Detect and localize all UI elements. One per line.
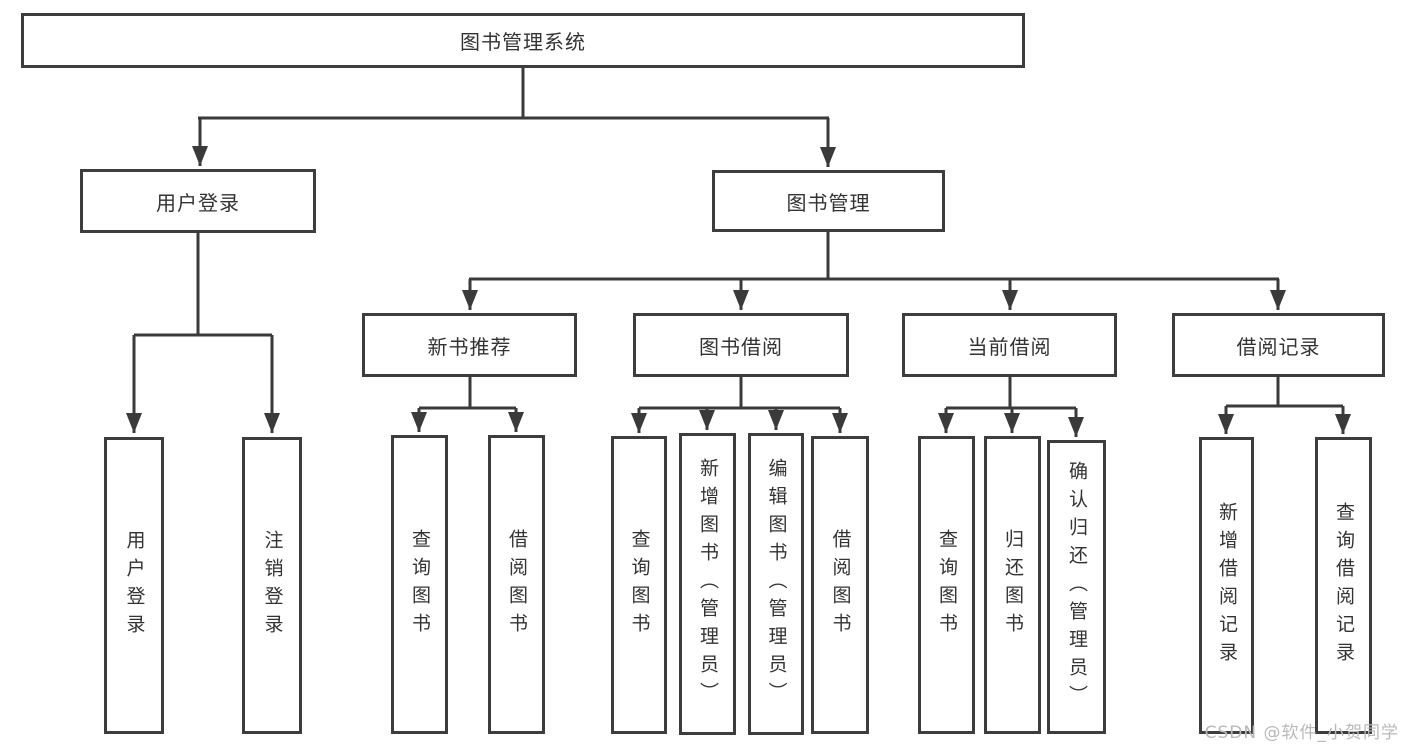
node-label: 查询图书 — [628, 529, 651, 641]
leaf-borrow-books-recommend: 借阅图书 — [488, 435, 545, 734]
node-user-login: 用户登录 — [80, 169, 316, 233]
node-label: 图书管理系统 — [460, 30, 586, 54]
node-label: 图书借阅 — [699, 334, 783, 359]
node-label: 新增借阅记录 — [1216, 501, 1238, 670]
node-label: 新增图书（管理员） — [697, 458, 719, 710]
leaf-edit-book-admin: 编辑图书（管理员） — [748, 433, 804, 735]
node-label: 借阅记录 — [1236, 334, 1321, 359]
node-label: 查询图书 — [936, 529, 958, 641]
leaf-query-borrow-record: 查询借阅记录 — [1315, 437, 1372, 734]
node-label: 归还图书 — [1002, 529, 1024, 641]
leaf-return-books: 归还图书 — [984, 436, 1041, 734]
node-borrow-records: 借阅记录 — [1172, 313, 1385, 377]
node-label: 借阅图书 — [506, 528, 528, 641]
node-label: 用户登录 — [123, 529, 146, 642]
node-book-borrowing: 图书借阅 — [633, 313, 849, 377]
leaf-borrow-books: 借阅图书 — [811, 436, 869, 734]
node-label: 借阅图书 — [829, 529, 852, 641]
node-label: 确认归还（管理员） — [1066, 461, 1088, 713]
node-label: 新书推荐 — [427, 334, 512, 359]
leaf-query-books-borrow: 查询图书 — [611, 436, 667, 734]
leaf-query-books-recommend: 查询图书 — [391, 435, 448, 734]
csdn-watermark: CSDN @软件_小贺同学 — [1204, 723, 1399, 743]
leaf-user-login: 用户登录 — [104, 437, 164, 734]
node-root-system: 图书管理系统 — [21, 13, 1025, 68]
node-label: 当前借阅 — [967, 334, 1052, 359]
node-new-book-recommend: 新书推荐 — [362, 313, 577, 377]
leaf-confirm-return-admin: 确认归还（管理员） — [1047, 440, 1106, 734]
leaf-add-book-admin: 新增图书（管理员） — [679, 433, 736, 735]
node-current-borrowing: 当前借阅 — [902, 313, 1117, 377]
node-label: 注销登录 — [261, 529, 284, 642]
node-label: 用户登录 — [156, 190, 240, 215]
leaf-logout: 注销登录 — [242, 437, 302, 734]
node-label: 查询借阅记录 — [1333, 501, 1355, 670]
leaf-query-books-current: 查询图书 — [918, 436, 975, 734]
node-label: 查询图书 — [409, 528, 431, 641]
leaf-add-borrow-record: 新增借阅记录 — [1199, 437, 1254, 734]
node-label: 编辑图书（管理员） — [765, 458, 788, 710]
node-label: 图书管理 — [786, 190, 871, 215]
node-book-management: 图书管理 — [712, 170, 945, 232]
